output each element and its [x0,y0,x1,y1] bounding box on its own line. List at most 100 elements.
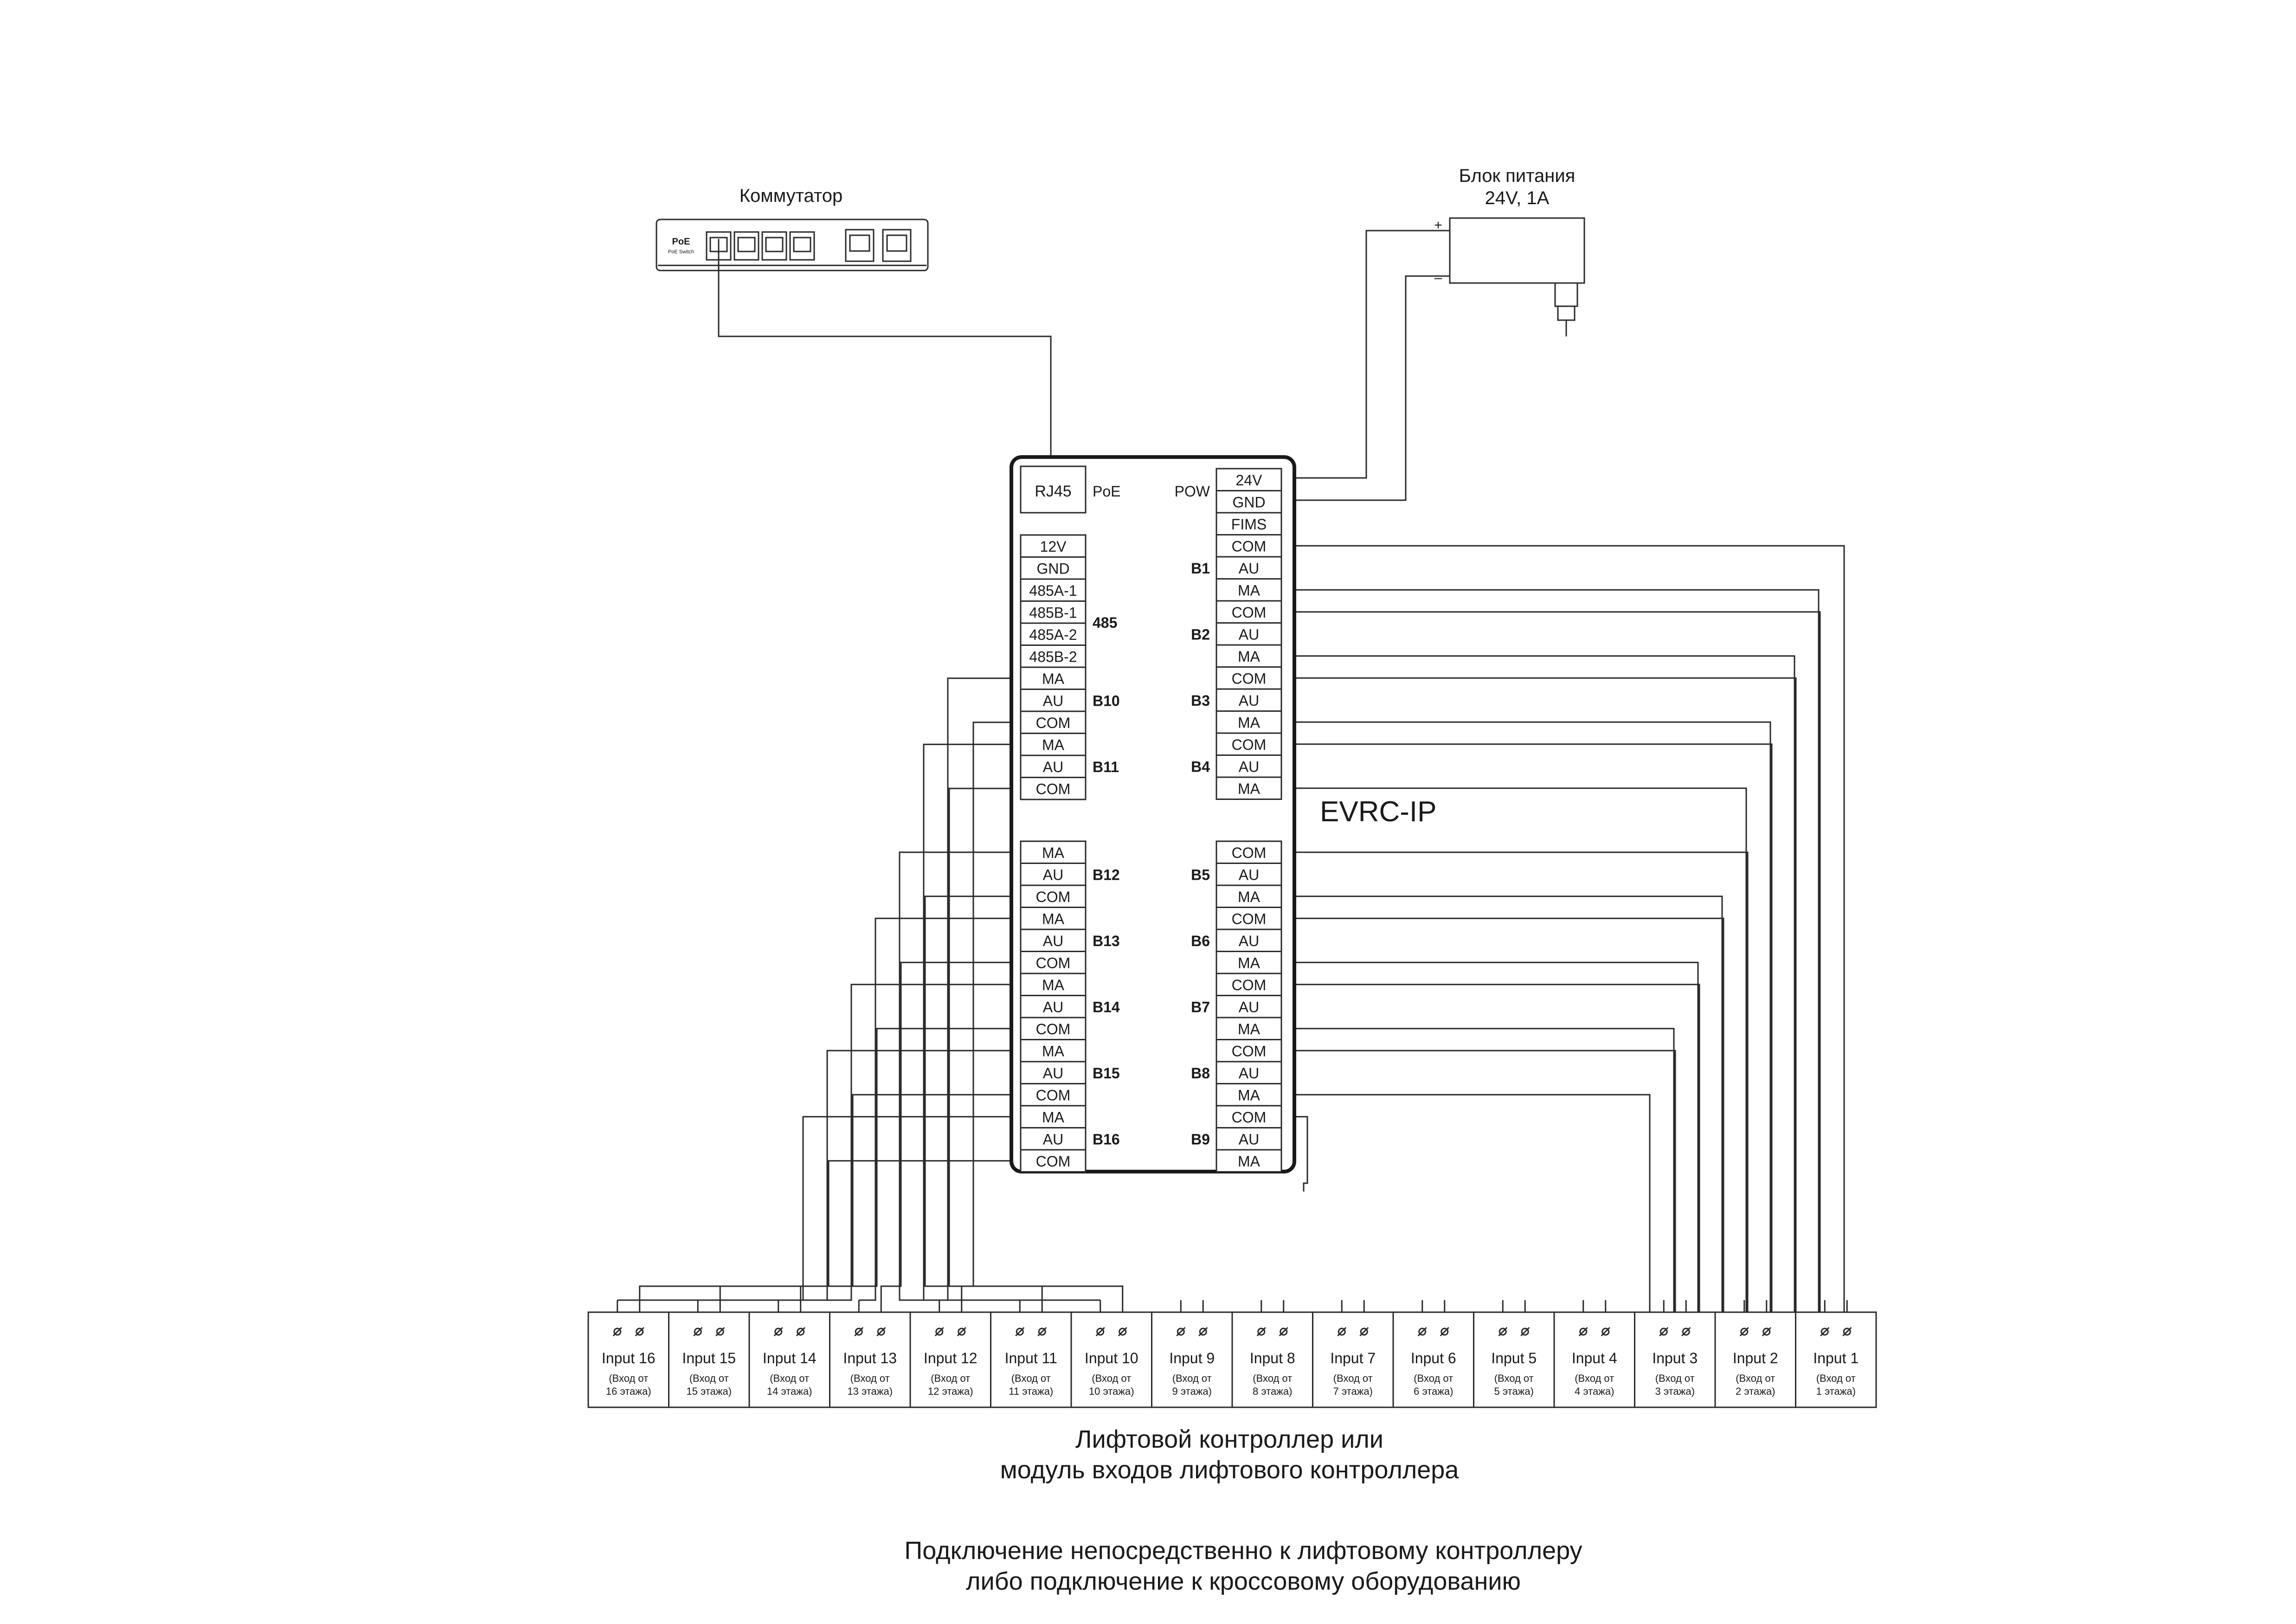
switch-badge-sub: PoE Switch [668,249,694,255]
terminal-screw-icon [1198,1327,1208,1337]
input-block-4: Input 4(Вход от4 этажа) [1553,1311,1635,1408]
terminal-label: COM [1036,715,1071,731]
terminal-screw-icon [1578,1327,1588,1337]
signal-wire [1281,896,1723,1329]
terminal-screw-icon [635,1327,644,1337]
terminal-au: AU [1020,1061,1087,1084]
input-sub-2: 6 этажа) [1414,1386,1453,1397]
signal-wire [1281,1050,1676,1329]
terminal-com: COM [1020,951,1087,974]
terminal-label: COM [1232,977,1267,993]
bus485-label: 485 [1093,614,1117,631]
note-caption-1: Подключение непосредственно к лифтовому … [904,1537,1582,1565]
input-label: Input 15 [682,1350,736,1366]
terminal-screw-icon [693,1327,703,1337]
terminal-label: MA [1238,582,1261,599]
terminal-label: AU [1043,1065,1063,1082]
group-label-b16: B16 [1093,1131,1120,1147]
terminal-au: AU [1216,622,1282,646]
terminal-label: COM [1036,780,1071,797]
captions: Лифтовой контроллер или модуль входов ли… [904,1425,1582,1595]
input-label: Input 1 [1813,1350,1859,1366]
input-sub-2: 3 этажа) [1655,1386,1695,1397]
terminal-ma: MA [1216,884,1282,908]
terminal-label: 485B-2 [1029,648,1077,665]
input-block-7: Input 7(Вход от7 этажа) [1312,1311,1394,1408]
input-sub-2: 11 этажа) [1009,1386,1053,1397]
terminal-label: AU [1239,933,1259,949]
terminal-label: COM [1036,1087,1071,1103]
terminal-label: AU [1239,866,1259,883]
evrc-ip-controller: RJ45 PoE POW 485 EVRC-IP 12VGND485A-1485… [1010,455,1436,1173]
input-sub-1: (Вход от [609,1373,648,1384]
signal-wire [924,896,1021,1300]
input-label: Input 9 [1169,1350,1215,1366]
terminal-screw-icon [1337,1327,1347,1337]
poe-label: PoE [1093,483,1120,500]
switch-badge: PoE [672,237,690,247]
terminal-screw-icon [612,1327,622,1337]
input-block-6: Input 6(Вход от6 этажа) [1392,1311,1474,1408]
terminal-au: AU [1216,1061,1282,1084]
terminal-au: AU [1020,928,1087,952]
input-sub-2: 7 этажа) [1333,1386,1373,1397]
input-label: Input 6 [1411,1350,1456,1366]
terminal-screw-icon [773,1327,783,1337]
terminal-au: AU [1216,556,1282,580]
terminal-com: COM [1020,884,1087,908]
terminal-ma: MA [1216,1149,1282,1173]
note-caption-2: либо подключение к кроссовому оборудован… [966,1567,1521,1595]
terminal-screw-icon [1256,1327,1266,1337]
group-label-b6: B6 [1191,933,1210,949]
lift-caption-2: модуль входов лифтового контроллера [1000,1456,1460,1484]
input-label: Input 10 [1085,1350,1138,1366]
input-label: Input 16 [602,1350,656,1366]
input-sub-1: (Вход от [1655,1373,1695,1384]
group-label-b8: B8 [1191,1065,1210,1082]
group-label-b12: B12 [1093,866,1120,883]
terminal-label: AU [1239,560,1259,577]
switch-title: Коммутатор [740,186,843,206]
input-sub-2: 10 этажа) [1089,1386,1134,1397]
signal-wire [1281,1028,1675,1329]
signal-wire [1281,1116,1308,1192]
signal-wire [1281,589,1825,1329]
input-block-5: Input 5(Вход от5 этажа) [1473,1311,1555,1408]
signal-wire [859,917,1021,1301]
terminal-label: COM [1232,538,1267,554]
terminal-com: COM [1216,666,1282,690]
terminal-label: GND [1232,494,1265,510]
terminal-au: AU [1020,863,1087,886]
terminal-ma: MA [1020,973,1087,996]
terminal-ma: MA [1216,951,1282,974]
terminal-au: AU [1216,688,1282,712]
input-sub-2: 15 этажа) [686,1386,732,1397]
input-block-3: Input 3(Вход от3 этажа) [1634,1311,1716,1408]
psu-minus: – [1434,270,1442,285]
switch-port-4 [789,231,815,261]
signal-wire [923,743,1021,1301]
terminal-label: COM [1232,736,1267,753]
psu-plug-icon [1554,282,1578,336]
input-sub-2: 5 этажа) [1494,1386,1534,1397]
terminal-au: AU [1216,754,1282,778]
terminal-label: MA [1042,1109,1065,1126]
input-block-2: Input 2(Вход от2 этажа) [1714,1311,1796,1408]
group-label-b7: B7 [1191,999,1210,1015]
terminal-label: AU [1043,866,1063,883]
input-sub-2: 9 этажа) [1172,1386,1212,1397]
terminal-com: COM [1216,534,1282,558]
group-label-b13: B13 [1093,933,1120,949]
terminal-screw-icon [1440,1327,1449,1337]
terminal-screw-icon [934,1327,944,1337]
input-sub-1: (Вход от [1092,1373,1131,1384]
terminal-label: 24V [1236,472,1263,489]
terminal-screw-icon [876,1327,886,1337]
terminal-label: COM [1036,1153,1071,1170]
poe-switch: Коммутатор PoE PoE Switch [656,186,929,271]
psu-title: Блок питания [1459,166,1576,186]
terminal-label: COM [1036,889,1071,905]
